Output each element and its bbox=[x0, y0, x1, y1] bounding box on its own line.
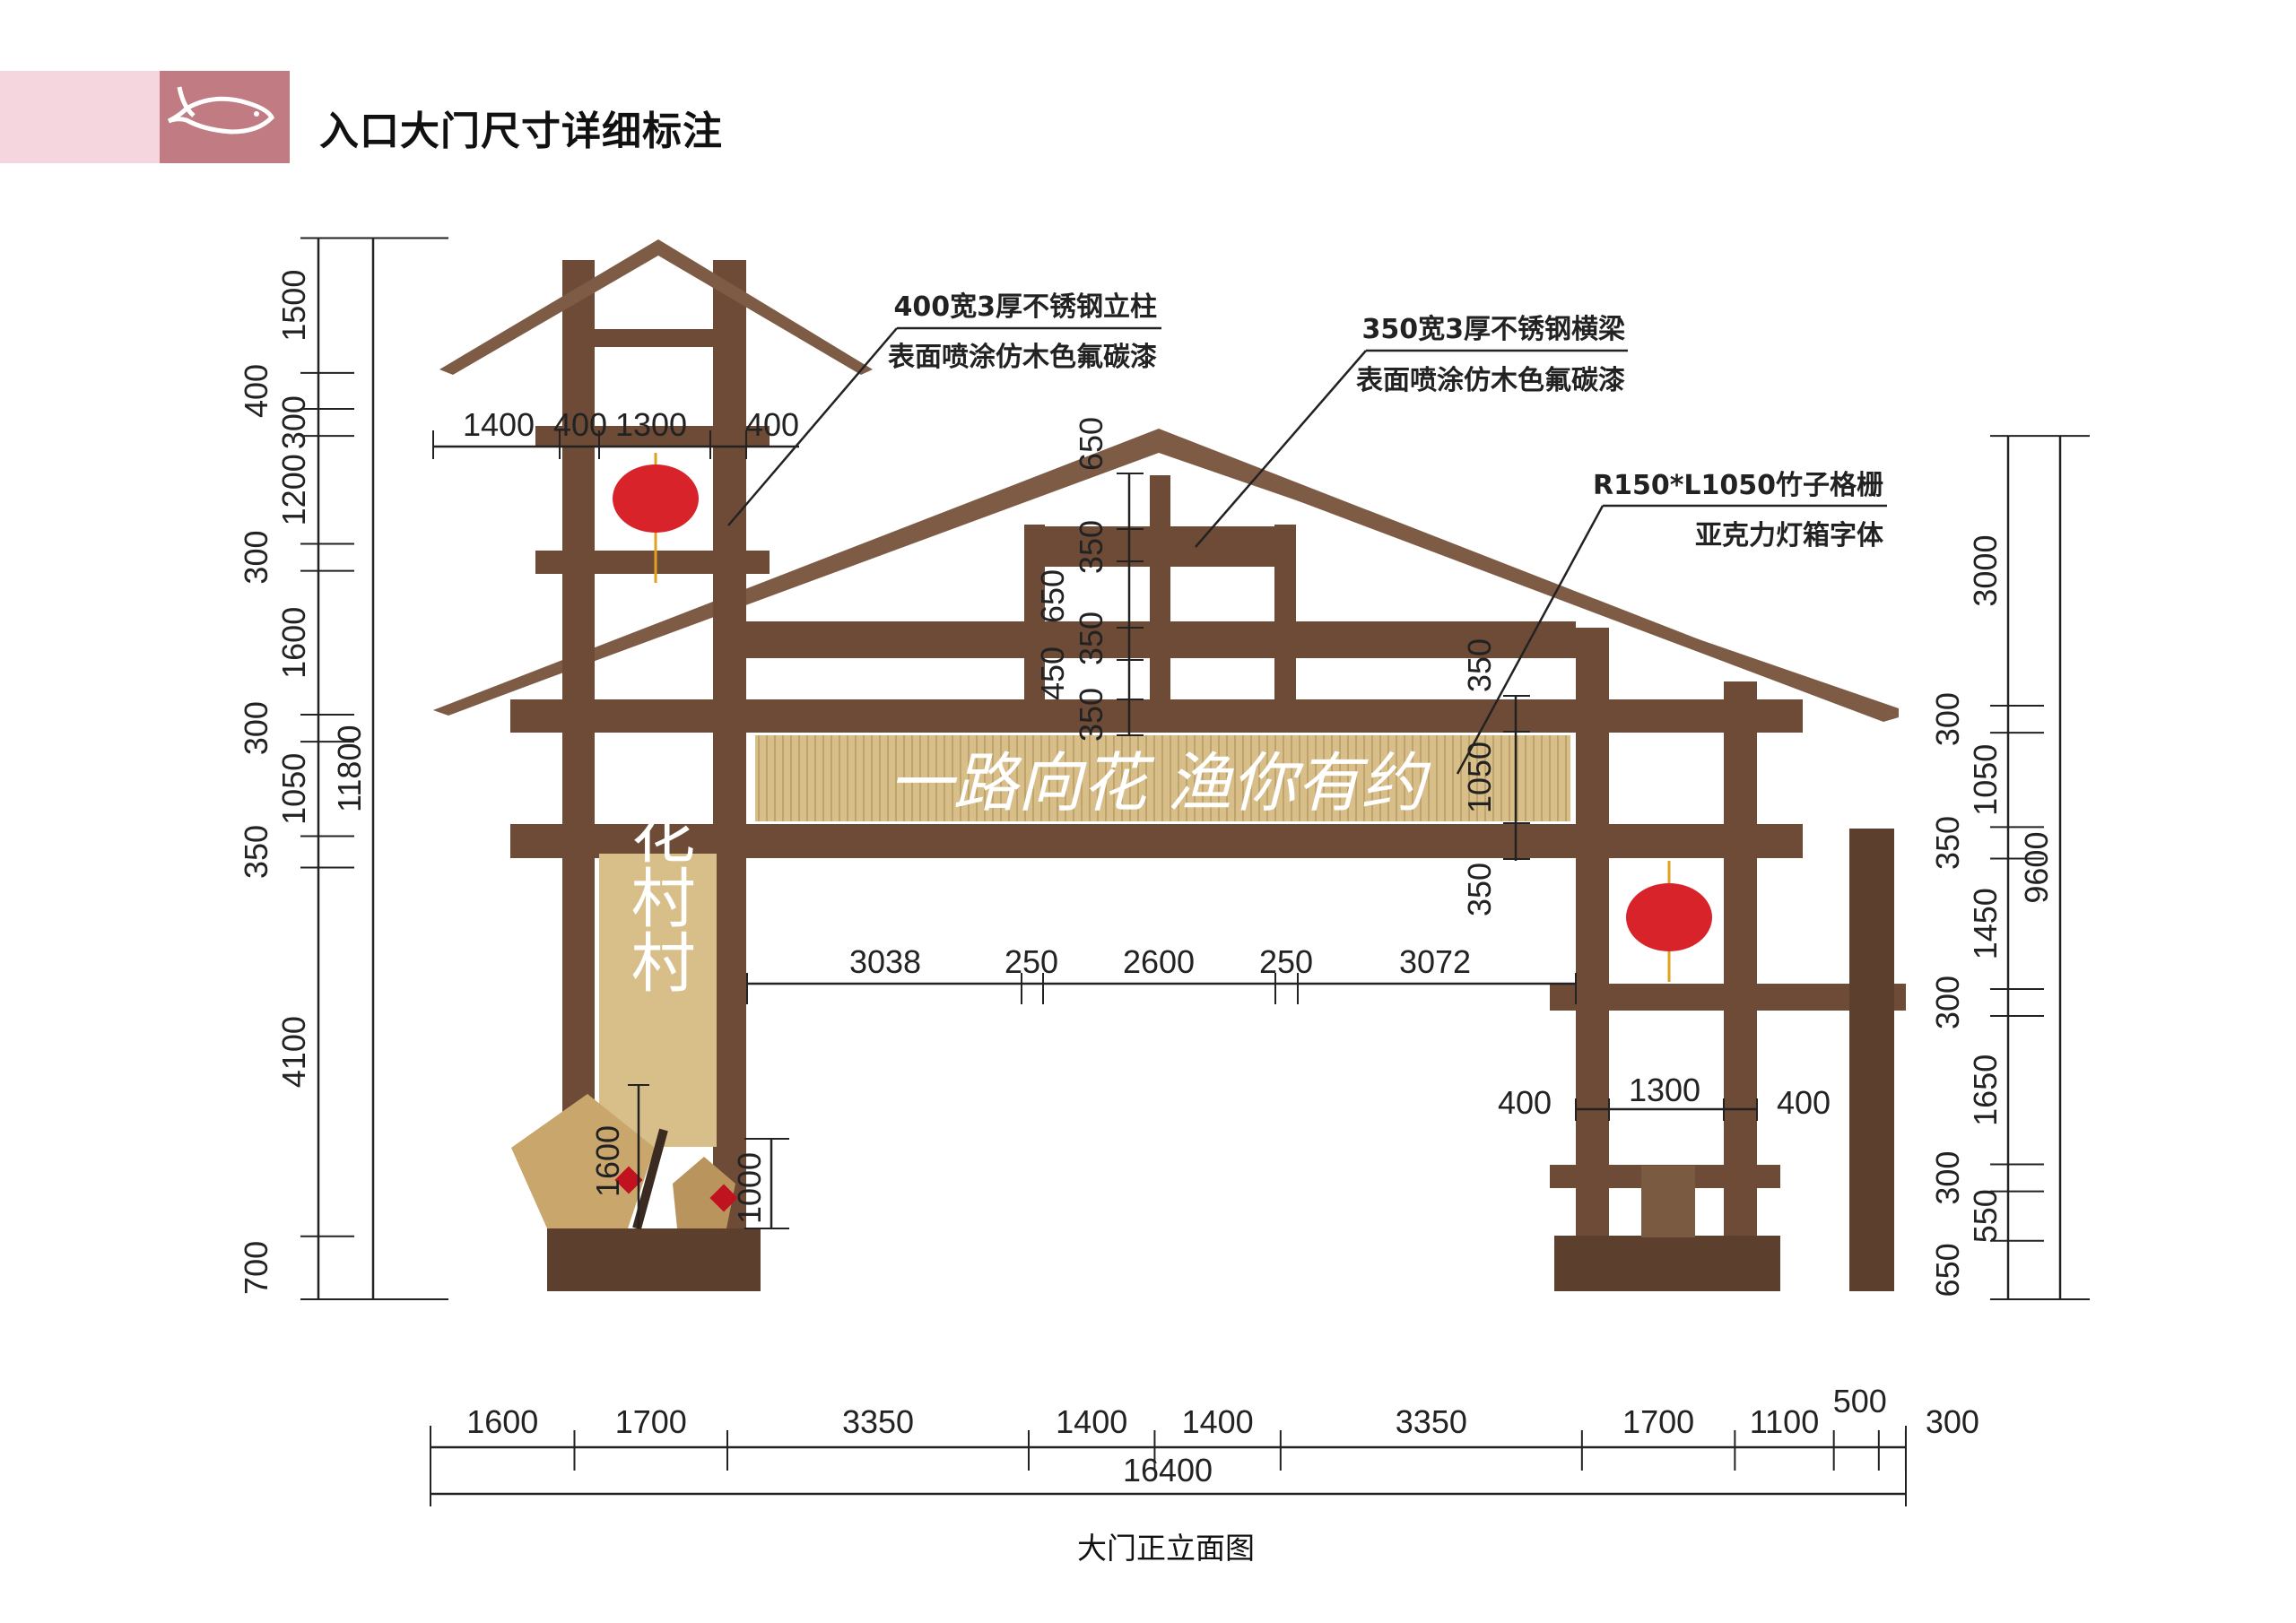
dimension-label: 1500 bbox=[275, 270, 312, 342]
dimension-label: 1050 bbox=[275, 753, 312, 825]
dimension-label: 650 bbox=[1034, 569, 1071, 623]
vertical-bamboo-sign bbox=[599, 854, 717, 1147]
dimension-label: 650 bbox=[1929, 1243, 1966, 1297]
dimension-label: 350 bbox=[1929, 816, 1966, 870]
dimension-label: 1400 bbox=[1182, 1403, 1254, 1440]
annotation-line: 表面喷涂仿木色氟碳漆 bbox=[888, 342, 1157, 373]
annotation-sign: R150*L1050竹子格栅 亚克力灯箱字体 bbox=[1456, 470, 1887, 775]
sign-top-beam bbox=[510, 699, 1803, 733]
dimension-label: 1600 bbox=[466, 1403, 538, 1440]
dimension-label: 300 bbox=[238, 701, 274, 755]
dimension-label: 16400 bbox=[1123, 1452, 1213, 1488]
upper-beam bbox=[746, 621, 1576, 658]
dimension-label: 1100 bbox=[1750, 1403, 1819, 1440]
header-band bbox=[0, 71, 160, 163]
dimension-label: 1200 bbox=[275, 454, 312, 525]
dimension-label: 1600 bbox=[589, 1125, 626, 1197]
right-beam bbox=[1550, 984, 1906, 1011]
truss-post bbox=[1150, 475, 1170, 704]
dimension-label: 3038 bbox=[849, 943, 921, 980]
dimension-label: 700 bbox=[238, 1241, 274, 1295]
dimension-label: 4100 bbox=[275, 1016, 312, 1088]
dimension-label: 1600 bbox=[275, 607, 312, 679]
dimension-label: 400 bbox=[238, 364, 274, 418]
dimension-label: 300 bbox=[275, 395, 312, 449]
gate-structure: 一路向花 渔你有约 花村村 bbox=[433, 239, 1906, 1291]
dimension-label: 2600 bbox=[1123, 943, 1195, 980]
dimension-label: 350 bbox=[1461, 863, 1498, 916]
dimension-label: 350 bbox=[1073, 612, 1109, 665]
dimension-label: 350 bbox=[238, 825, 274, 879]
truss-post bbox=[1024, 525, 1045, 704]
fish-basket bbox=[511, 1094, 655, 1228]
left-base bbox=[547, 1228, 761, 1291]
lantern-icon bbox=[613, 453, 699, 583]
dimension-label: 1400 bbox=[463, 406, 535, 443]
dimension-label: 350 bbox=[1073, 520, 1109, 574]
dimension-label: 1650 bbox=[1967, 1055, 2004, 1126]
tower-beam bbox=[592, 329, 718, 347]
dimension-label: 1700 bbox=[1622, 1403, 1694, 1440]
dimension-label: 300 bbox=[1926, 1403, 1979, 1440]
dimension-label: 1050 bbox=[1967, 744, 2004, 816]
dimension-label: 1300 bbox=[1629, 1072, 1700, 1108]
lantern-icon bbox=[1626, 861, 1712, 982]
dimension-label: 350 bbox=[1461, 638, 1498, 692]
dimension-label: 1450 bbox=[1967, 888, 2004, 959]
dimension-label: 300 bbox=[238, 530, 274, 584]
dimension-label: 650 bbox=[1073, 417, 1109, 471]
dimension-label: 11800 bbox=[331, 725, 368, 812]
annotation-line: 350宽3厚不锈钢横梁 bbox=[1362, 314, 1626, 345]
dimension-label: 1300 bbox=[615, 406, 687, 443]
dimension-label: 500 bbox=[1833, 1383, 1887, 1419]
dimension-label: 550 bbox=[1967, 1189, 2004, 1243]
sign-text: 一路向花 渔你有约 bbox=[889, 745, 1432, 820]
dimension-label: 250 bbox=[1259, 943, 1313, 980]
tower-roof bbox=[439, 239, 873, 375]
annotation-column: 400宽3厚不锈钢立柱 表面喷涂仿木色氟碳漆 bbox=[727, 291, 1161, 526]
dimension-label: 400 bbox=[1498, 1084, 1552, 1121]
dimension-label: 300 bbox=[1929, 692, 1966, 746]
annotation-line: 亚克力灯箱字体 bbox=[1695, 520, 1884, 551]
sign-bottom-beam bbox=[510, 824, 1803, 858]
vertical-sign-text: 花村村 bbox=[620, 800, 695, 994]
dimension-annotations: 1500400300120030016003001050350410070011… bbox=[238, 237, 2090, 1506]
dimension-label: 3350 bbox=[842, 1403, 914, 1440]
dimension-label: 1700 bbox=[615, 1403, 687, 1440]
page-title: 入口大门尺寸详细标注 bbox=[319, 108, 723, 154]
dimension-label: 1000 bbox=[731, 1152, 768, 1224]
annotation-line: R150*L1050竹子格栅 bbox=[1593, 470, 1883, 501]
dimension-label: 250 bbox=[1004, 943, 1058, 980]
fish-basket bbox=[673, 1157, 735, 1228]
dimension-label: 1400 bbox=[1056, 1403, 1127, 1440]
fish-icon bbox=[160, 71, 290, 163]
side-ladder bbox=[1849, 829, 1894, 1291]
dimension-label: 3350 bbox=[1396, 1403, 1467, 1440]
drawing-caption: 大门正立面图 bbox=[1077, 1531, 1255, 1566]
dimension-label: 400 bbox=[553, 406, 607, 443]
dimension-label: 400 bbox=[745, 406, 799, 443]
anchor bbox=[632, 1128, 668, 1230]
annotation-beam: 350宽3厚不锈钢横梁 表面喷涂仿木色氟碳漆 bbox=[1195, 314, 1628, 548]
dimension-label: 400 bbox=[1777, 1084, 1831, 1121]
dimension-label: 9600 bbox=[2018, 832, 2055, 904]
left-tower-post bbox=[713, 260, 746, 1291]
annotation-line: 表面喷涂仿木色氟碳漆 bbox=[1356, 365, 1625, 396]
dimension-label: 450 bbox=[1034, 647, 1071, 700]
dimension-label: 1050 bbox=[1461, 742, 1498, 813]
tower-beam bbox=[535, 551, 770, 574]
right-base bbox=[1554, 1236, 1780, 1291]
annotation-line: 400宽3厚不锈钢立柱 bbox=[894, 291, 1158, 323]
dimension-label: 300 bbox=[1929, 976, 1966, 1029]
dimension-label: 350 bbox=[1073, 688, 1109, 742]
dimension-label: 300 bbox=[1929, 1151, 1966, 1205]
truss-beam bbox=[1024, 526, 1296, 567]
dimension-label: 3000 bbox=[1967, 535, 2004, 607]
barrel bbox=[1641, 1166, 1695, 1237]
dimension-label: 3072 bbox=[1399, 943, 1471, 980]
